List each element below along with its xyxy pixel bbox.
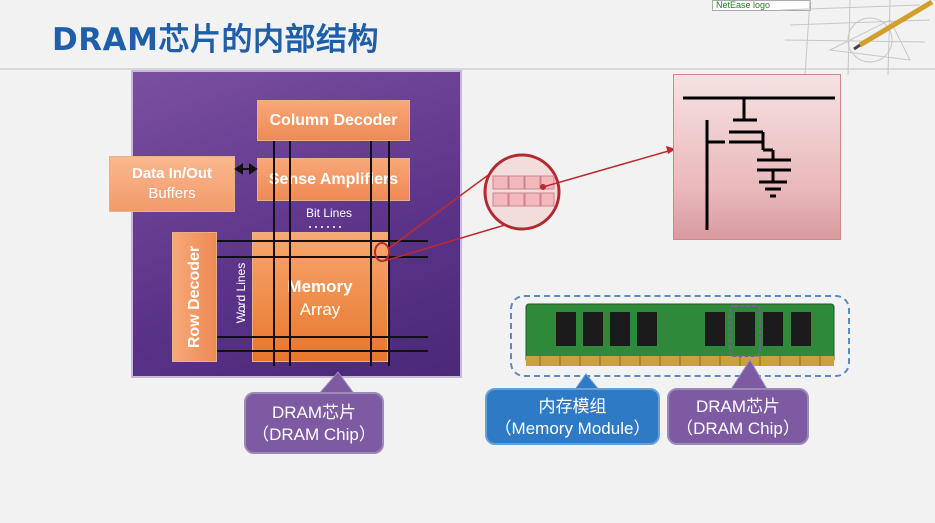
- buffers-label-1: Data In/Out: [131, 165, 212, 182]
- memory-label-2: Array: [299, 300, 341, 319]
- bit-lines-label: Bit Lines: [306, 206, 353, 220]
- transistor-schematic-icon: [683, 96, 835, 230]
- magnifier-circle: [483, 153, 561, 231]
- drafting-decoration: [779, 0, 934, 76]
- sense-amplifiers-block: Sense Amplifiers: [257, 158, 410, 201]
- data-buffers-block: Data In/Out Buffers: [109, 156, 235, 212]
- chip-callout-line2: （DRAM Chip）: [252, 425, 376, 444]
- chip-callout-line1: DRAM芯片: [271, 403, 357, 422]
- pencil-icon: [858, 0, 934, 48]
- selected-cell-marker: [374, 242, 390, 262]
- module-chip-callout: DRAM芯片 （DRAM Chip）: [667, 388, 809, 445]
- module-chip: [556, 312, 576, 346]
- memory-module-frame: [510, 295, 850, 377]
- chip2-callout-line2: （DRAM Chip）: [676, 419, 800, 438]
- netease-logo: NetEase logo: [712, 0, 811, 11]
- column-decoder-block: Column Decoder: [257, 100, 410, 141]
- memory-module-callout: 内存模组 （Memory Module）: [485, 388, 660, 445]
- memory-module-image: [525, 303, 835, 366]
- row-decoder-block: Row Decoder: [172, 232, 217, 362]
- memory-label-1: Memory: [287, 277, 353, 296]
- buffers-label-2: Buffers: [148, 185, 196, 202]
- title-divider: [0, 68, 935, 70]
- module-callout-line2: （Memory Module）: [494, 419, 651, 438]
- dram-cell-schematic: [673, 74, 841, 240]
- module-callout-line1: 内存模组: [538, 397, 607, 416]
- dram-chip-callout: DRAM芯片 （DRAM Chip）: [244, 392, 384, 454]
- page-title: DRAM芯片的内部结构: [52, 22, 379, 58]
- chip2-callout-line1: DRAM芯片: [695, 397, 781, 416]
